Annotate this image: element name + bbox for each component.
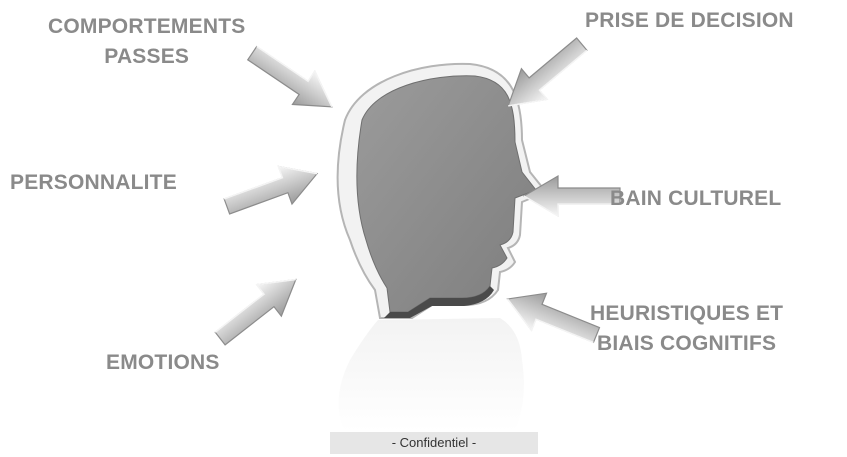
footer-text: - Confidentiel - (392, 435, 477, 450)
label-comportements-passes: COMPORTEMENTS PASSES (48, 12, 245, 72)
head-reflection (339, 318, 524, 432)
label-heuristiques-line2: BIAIS COGNITIFS (590, 329, 783, 359)
label-comportements-line1: COMPORTEMENTS (48, 12, 245, 42)
label-bain-culturel: BAIN CULTUREL (610, 184, 781, 214)
label-heuristiques-biais: HEURISTIQUES ET BIAIS COGNITIFS (590, 299, 783, 359)
label-personnalite: PERSONNALITE (10, 168, 177, 198)
confidential-footer: - Confidentiel - (330, 432, 538, 454)
arrow-icon-personnalite (220, 155, 324, 225)
label-heuristiques-line1: HEURISTIQUES ET (590, 299, 783, 329)
label-comportements-line2: PASSES (48, 42, 245, 72)
label-emotions: EMOTIONS (106, 348, 220, 378)
arrow-icon-comportements (241, 37, 343, 124)
label-prise-de-decision: PRISE DE DECISION (585, 6, 794, 36)
arrow-icon-emotions (208, 264, 308, 355)
